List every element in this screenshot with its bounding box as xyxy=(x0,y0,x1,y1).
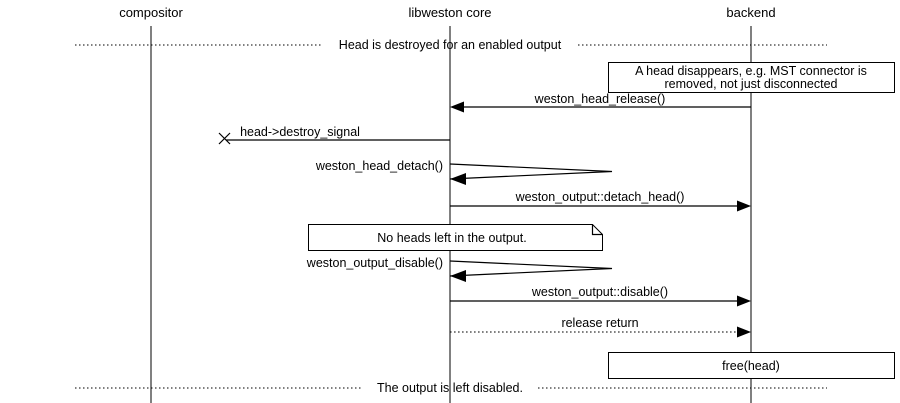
note-free-head: free(head) xyxy=(608,352,895,379)
message-head-destroy-signal[interactable]: head->destroy_signal xyxy=(218,125,450,145)
note-head-disappears: A head disappears, e.g. MST connector is… xyxy=(608,62,895,93)
message-weston-head-detach-label: weston_head_detach() xyxy=(315,159,443,173)
note-head-disappears-line-2: removed, not just disconnected xyxy=(664,77,837,91)
lifeline-label-libweston-core: libweston core xyxy=(408,5,491,20)
note-head-disappears-line-1: A head disappears, e.g. MST connector is xyxy=(635,64,867,78)
lifeline-libweston-core[interactable]: libweston core xyxy=(408,5,492,403)
message-weston-output-detach-head-label: weston_output::detach_head() xyxy=(515,190,685,204)
message-weston-head-detach-arrowhead xyxy=(450,173,466,185)
note-free-head-line-1: free(head) xyxy=(722,359,780,373)
message-weston-output-detach-head-arrowhead xyxy=(737,200,751,212)
message-weston-output-disable-arrowhead xyxy=(737,295,751,307)
message-weston-head-detach-loop xyxy=(449,163,613,180)
message-weston-output-disable-label: weston_output::disable() xyxy=(531,285,668,299)
note-free-head-box xyxy=(608,352,895,379)
lost-message-x-icon xyxy=(218,132,231,145)
message-weston-output-disable-self-label: weston_output_disable() xyxy=(306,256,443,270)
note-head-disappears-box xyxy=(608,62,895,93)
note-no-heads-left-box xyxy=(308,224,603,251)
lifelines-group: compositor libweston core backend xyxy=(119,5,776,403)
message-weston-head-detach[interactable]: weston_head_detach() xyxy=(315,159,613,185)
message-weston-head-release-label: weston_head_release() xyxy=(534,92,666,106)
note-no-heads-left: No heads left in the output. xyxy=(308,224,603,251)
message-weston-head-release[interactable]: weston_head_release() xyxy=(450,92,751,113)
message-release-return-arrowhead xyxy=(737,326,751,338)
lifeline-label-compositor: compositor xyxy=(119,5,183,20)
separator-top-label: Head is destroyed for an enabled output xyxy=(339,38,562,52)
lifeline-compositor[interactable]: compositor xyxy=(119,5,183,403)
message-weston-output-detach-head[interactable]: weston_output::detach_head() xyxy=(450,190,751,212)
message-weston-output-disable-self-loop xyxy=(449,260,613,277)
separator-bottom-label: The output is left disabled. xyxy=(377,381,523,395)
note-no-heads-left-line-1: No heads left in the output. xyxy=(377,231,526,245)
message-head-destroy-signal-label: head->destroy_signal xyxy=(240,125,360,139)
message-weston-output-disable-self-arrowhead xyxy=(450,270,466,282)
message-release-return[interactable]: release return xyxy=(450,316,751,338)
note-no-heads-left-fold-icon xyxy=(591,224,603,236)
message-weston-output-disable[interactable]: weston_output::disable() xyxy=(450,285,751,307)
message-weston-head-release-arrowhead xyxy=(450,101,464,113)
message-weston-output-disable-self[interactable]: weston_output_disable() xyxy=(306,256,613,282)
lifeline-label-backend: backend xyxy=(726,5,775,20)
separator-top: Head is destroyed for an enabled output xyxy=(75,38,827,52)
message-release-return-label: release return xyxy=(561,316,638,330)
separator-bottom: The output is left disabled. xyxy=(75,381,827,395)
